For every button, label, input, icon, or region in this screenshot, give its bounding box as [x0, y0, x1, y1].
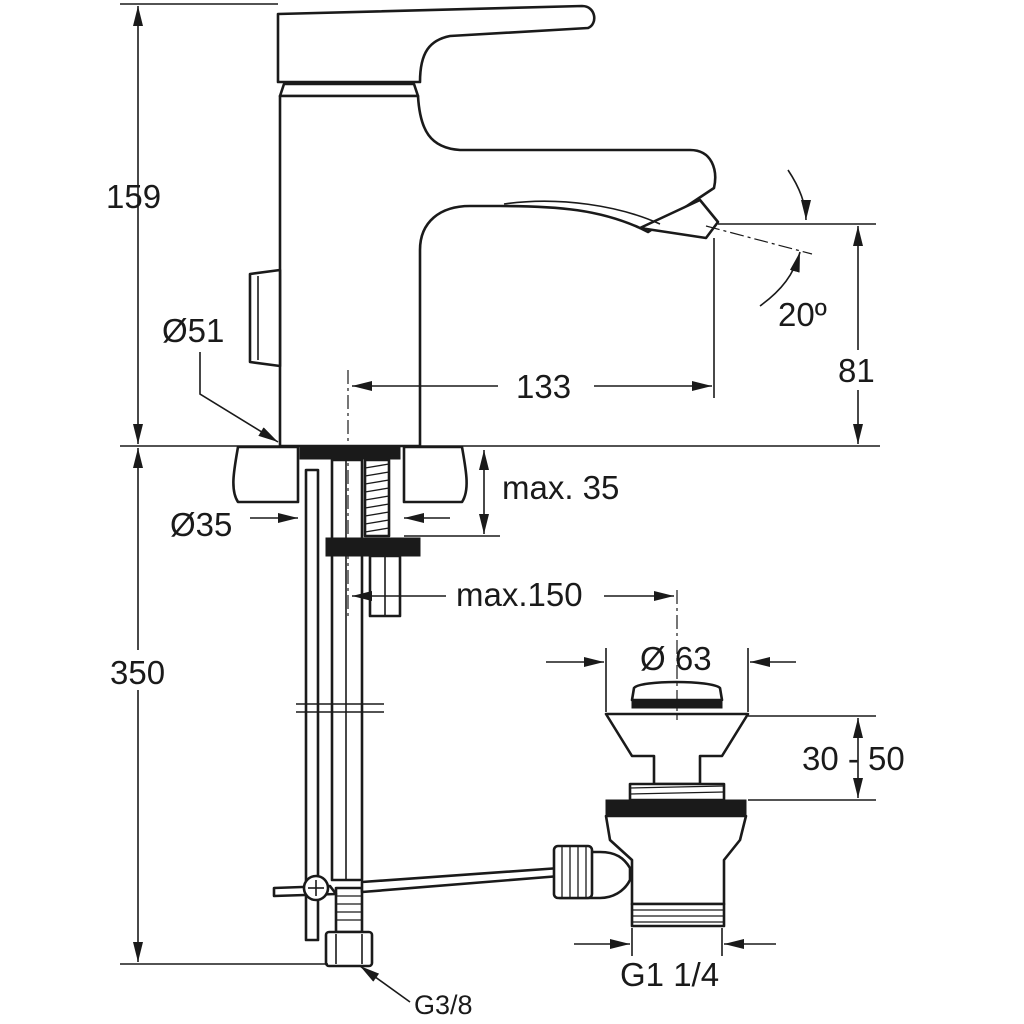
label-diameter-51: Ø51	[162, 312, 224, 349]
dimension-g1-1-4	[574, 928, 776, 956]
label-133: 133	[516, 368, 571, 405]
label-g3-8: G3/8	[414, 990, 473, 1020]
label-350: 350	[110, 654, 165, 691]
pop-up-waste	[552, 680, 750, 928]
dimension-30-50	[748, 715, 876, 801]
dimension-81	[718, 223, 876, 444]
label-159: 159	[106, 178, 161, 215]
mounting-hardware	[272, 446, 562, 968]
label-max-35: max. 35	[502, 469, 619, 506]
dimension-max-35	[404, 450, 500, 537]
deck-section	[120, 445, 880, 504]
label-30-50: 30 - 50	[802, 740, 905, 777]
dimension-350	[120, 448, 328, 965]
dimension-20-degree	[759, 169, 811, 307]
faucet-body	[248, 4, 720, 448]
dimension-diameter-51	[199, 352, 279, 443]
label-diameter-63: Ø 63	[640, 640, 712, 677]
label-20-degree: 20º	[778, 296, 827, 333]
label-max-150: max.150	[456, 576, 583, 613]
dimension-diameter-63	[546, 648, 796, 712]
dimension-g3-8	[359, 965, 411, 1003]
spray-axis-line	[705, 225, 813, 255]
label-diameter-35: Ø35	[170, 506, 232, 543]
label-81: 81	[838, 352, 875, 389]
label-g1-1-4: G1 1/4	[620, 956, 719, 993]
dimension-159	[120, 3, 278, 444]
